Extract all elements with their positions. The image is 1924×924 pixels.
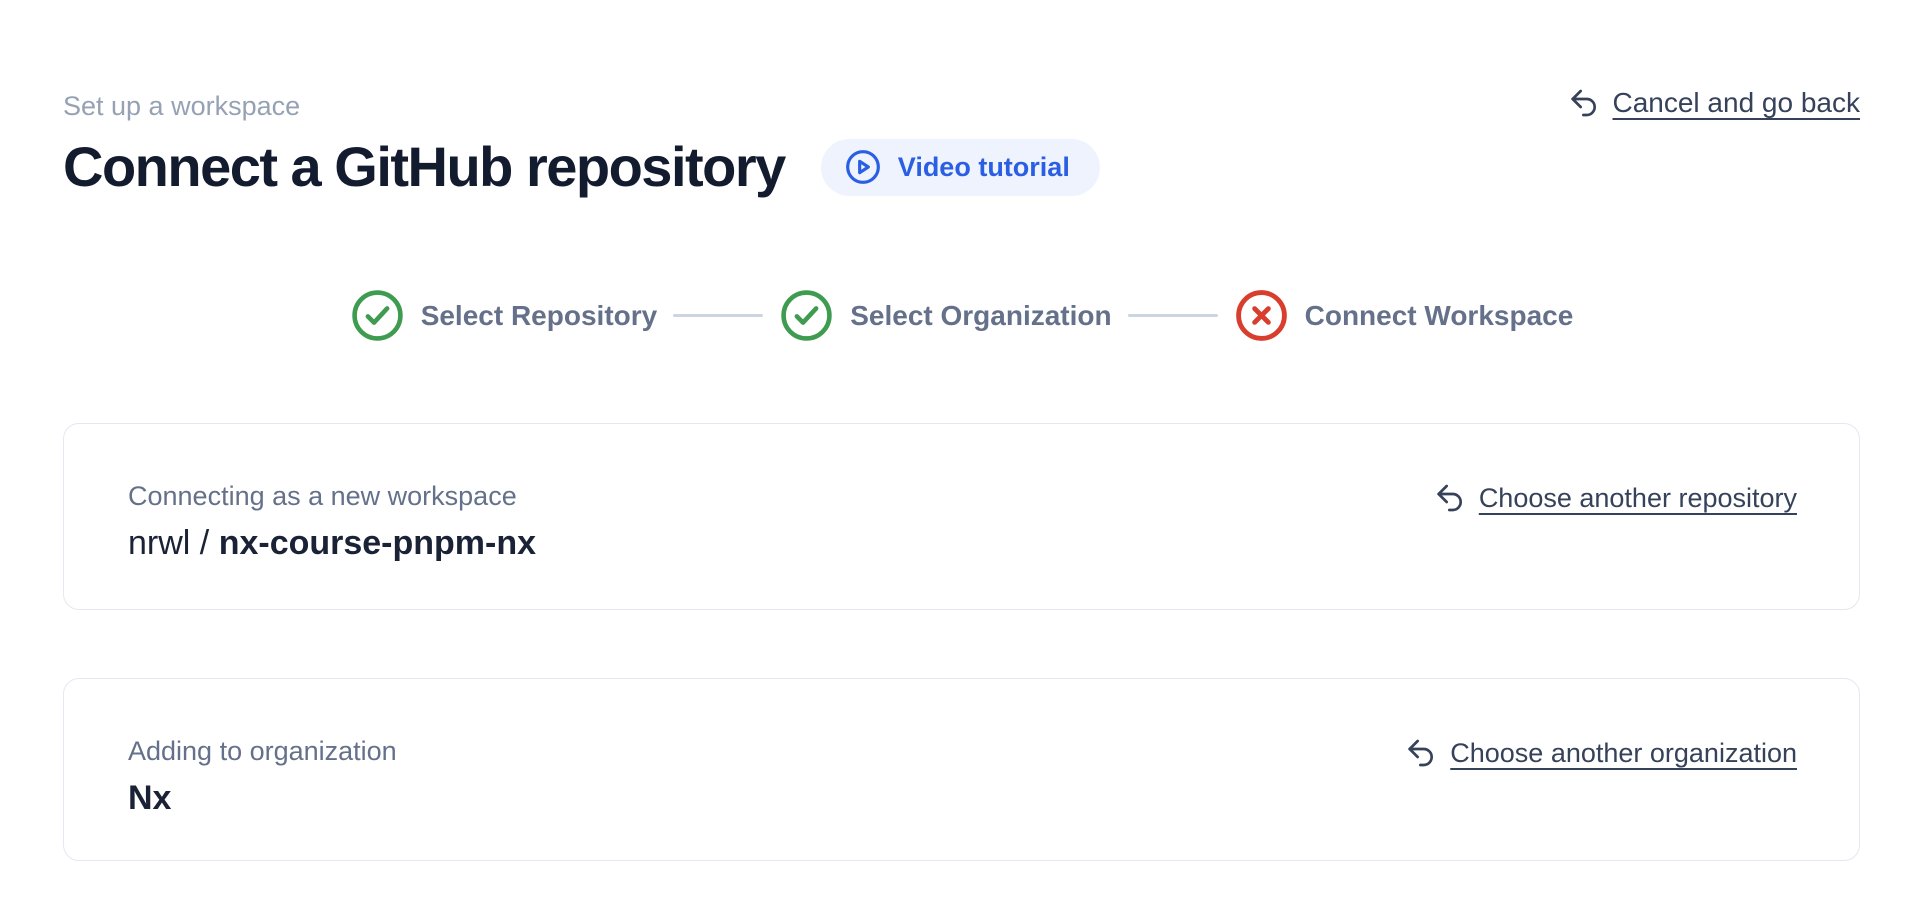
choose-another-repository-link[interactable]: Choose another repository: [1434, 482, 1797, 514]
page-title: Connect a GitHub repository: [63, 135, 786, 198]
repository-card-label: Connecting as a new workspace: [128, 481, 517, 511]
repository-name: nrwl / nx-course-pnpm-nx: [128, 523, 536, 563]
video-tutorial-button[interactable]: Video tutorial: [820, 138, 1100, 196]
step-label: Connect Workspace: [1304, 299, 1574, 331]
undo-arrow-icon: [1437, 484, 1462, 512]
repository-card: Connecting as a new workspace nrwl / nx-…: [63, 423, 1860, 610]
repository-card-info: Connecting as a new workspace nrwl / nx-…: [128, 480, 536, 563]
step-connect-workspace: Connect Workspace: [1234, 288, 1574, 343]
step-select-repository: Select Repository: [350, 288, 658, 343]
x-circle-icon: [1235, 290, 1287, 341]
top-row: Set up a workspace Cancel and go back: [63, 87, 1860, 122]
progress-stepper: Select Repository Select Organization Co…: [63, 288, 1860, 343]
choose-another-organization-link[interactable]: Choose another organization: [1405, 737, 1797, 769]
step-label: Select Organization: [850, 299, 1112, 331]
step-label: Select Repository: [420, 299, 658, 331]
video-tutorial-label: Video tutorial: [897, 151, 1070, 182]
stepper-connector: [673, 314, 764, 317]
choose-repository-label: Choose another repository: [1478, 482, 1797, 513]
organization-card-label: Adding to organization: [128, 736, 397, 766]
organization-name: Nx: [128, 779, 172, 817]
cancel-link-label: Cancel and go back: [1612, 87, 1860, 118]
play-circle-icon: [845, 150, 880, 184]
heading-row: Connect a GitHub repository Video tutori…: [63, 134, 1860, 200]
repository-repo: nx-course-pnpm-nx: [218, 524, 537, 562]
step-select-organization: Select Organization: [779, 288, 1112, 343]
check-circle-icon: [781, 290, 832, 341]
undo-arrow-icon: [1408, 739, 1434, 767]
eyebrow-label: Set up a workspace: [63, 91, 301, 121]
choose-organization-label: Choose another organization: [1450, 737, 1797, 768]
check-circle-icon: [351, 290, 403, 341]
cancel-and-go-back-link[interactable]: Cancel and go back: [1568, 87, 1860, 119]
organization-card: Adding to organization Nx Choose another…: [63, 678, 1860, 861]
stepper-connector: [1127, 314, 1218, 317]
organization-card-info: Adding to organization Nx: [128, 735, 397, 818]
repository-owner: nrwl /: [128, 524, 210, 562]
undo-arrow-icon: [1571, 89, 1597, 117]
